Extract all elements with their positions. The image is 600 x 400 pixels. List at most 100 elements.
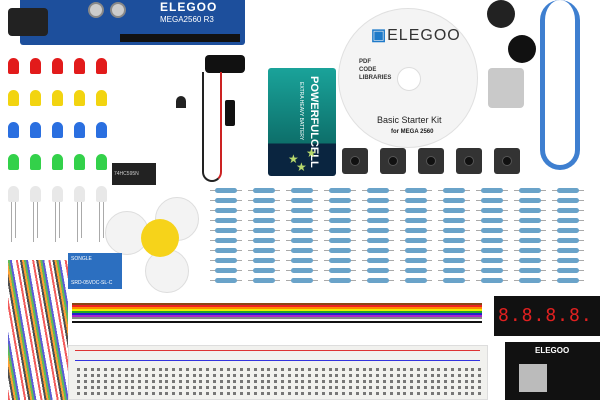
breadboard-hole [151,386,155,389]
breadboard-hole [376,392,380,395]
cd-brand: ▣ELEGOO [371,27,461,44]
breadboard-hole [383,386,386,389]
breadboard-hole [267,368,271,371]
breadboard-hole [247,374,250,377]
resistor [476,278,508,283]
led [8,154,19,170]
resistor [400,248,432,253]
resistor [248,198,280,203]
led [8,90,19,106]
ribbon-wire [72,319,482,321]
breadboard-hole [437,392,441,395]
breadboard-hole [145,392,148,395]
breadboard-hole [131,368,135,371]
button-cap [350,156,360,166]
resistor [514,198,546,203]
cd-brand-text: ELEGOO [387,27,461,44]
breadboard-hole [267,386,271,389]
fan-propeller [105,195,205,295]
breadboard-hole [389,374,393,377]
resistor [514,268,546,273]
breadboard-hole [145,368,148,371]
led [52,122,63,138]
resistor [286,188,318,193]
breadboard-hole [192,368,196,371]
resistor [400,218,432,223]
breadboard-hole [301,380,305,383]
breadboard-hole [430,368,434,371]
breadboard-hole [287,368,291,371]
resistor [210,188,242,193]
led [8,186,19,202]
breadboard-hole [233,386,237,389]
led [52,58,63,74]
breadboard-hole [77,380,80,383]
breadboard-hole [417,374,420,377]
resistor [514,248,546,253]
breadboard-hole [117,386,121,389]
resistor [476,198,508,203]
breadboard-hole [274,380,278,383]
resistor [324,208,356,213]
resistor [438,228,470,233]
breadboard-hole [131,374,135,377]
resistor [438,278,470,283]
breadboard-hole [451,392,454,395]
breadboard-hole [165,380,169,383]
breadboard-hole [287,380,291,383]
breadboard-hole [83,374,87,377]
breadboard-hole [349,380,352,383]
resistor [248,278,280,283]
passive-buzzer [487,0,515,28]
breadboard-hole [315,380,318,383]
resistor [400,198,432,203]
breadboard-hole [165,392,169,395]
led [52,154,63,170]
breadboard-hole [179,374,182,377]
breadboard-hole [321,392,325,395]
breadboard-hole [396,374,400,377]
breadboard-hole [294,380,298,383]
button-cap [464,156,474,166]
breadboard-hole [240,380,244,383]
breadboard-hole [471,374,475,377]
transistor [176,96,186,108]
breadboard-hole [342,386,346,389]
9v-battery: POWERFULCELL EXTRA HEAVY BATTERY ★ ★ ★ [268,68,336,176]
dc-motor [488,68,524,108]
resistor [248,188,280,193]
breadboard-hole [179,392,182,395]
breadboard-hole [294,374,298,377]
breadboard-hole [281,368,284,371]
breadboard-hole [471,392,475,395]
breadboard-hole [83,380,87,383]
breadboard-hole [185,374,189,377]
resistor [552,268,584,273]
resistor [552,198,584,203]
breadboard-hole [226,386,230,389]
arduino-mega-board: ELEGOO MEGA2560 R3 [8,0,245,45]
breadboard-hole [83,368,87,371]
resistor [210,218,242,223]
breadboard-hole [226,374,230,377]
breadboard-hole [321,368,325,371]
resistor [248,208,280,213]
resistor [362,248,394,253]
breadboard-hole [335,380,339,383]
resistor [362,208,394,213]
breadboard-hole [396,368,400,371]
resistor [476,208,508,213]
relay-module: SONGLE SRD-05VDC-SL-C [68,253,122,289]
breadboard-hole [362,392,366,395]
breadboard-hole [172,368,176,371]
breadboard-hole [471,380,475,383]
usb-port [519,364,547,392]
usb-cable [540,0,580,170]
button-cap [426,156,436,166]
breadboard-hole [260,368,264,371]
ribbon-wire [72,309,482,311]
battery-type: EXTRA HEAVY BATTERY [298,82,304,141]
led [96,122,107,138]
breadboard-hole [389,392,393,395]
resistor [552,228,584,233]
